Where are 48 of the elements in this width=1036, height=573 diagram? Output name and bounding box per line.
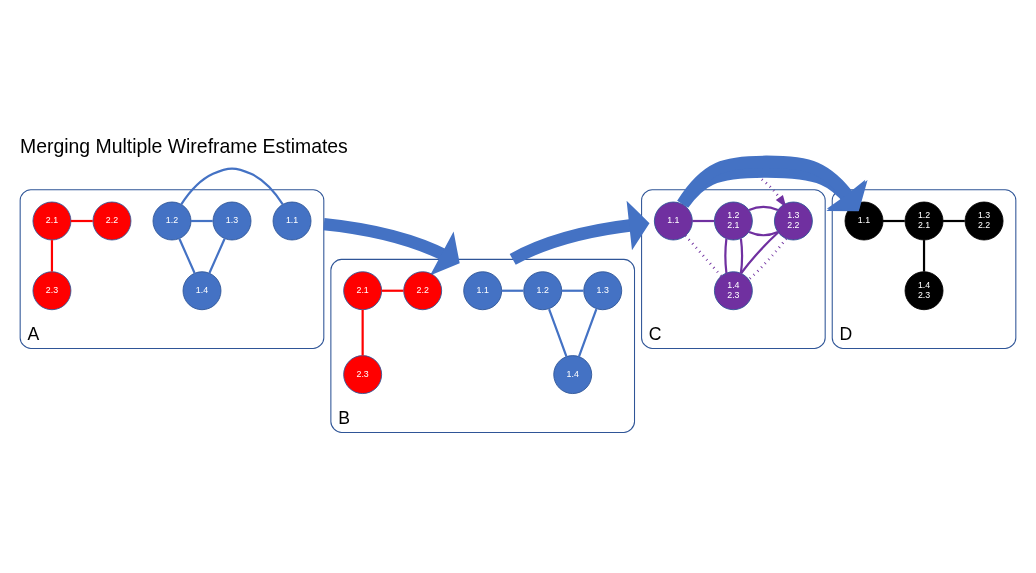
connector	[178, 238, 196, 274]
node-circle: 1.2 2.1	[713, 201, 753, 241]
node-circle: 1.3	[212, 201, 252, 241]
node-circle: 1.1	[272, 201, 312, 241]
node-circle: 1.1	[653, 201, 693, 241]
node-circle: 1.1	[463, 271, 503, 311]
connector	[684, 234, 723, 277]
node-circle: 1.3 2.2	[964, 201, 1004, 241]
node-circle: 2.3	[32, 271, 72, 311]
connector	[922, 240, 926, 272]
connector	[883, 219, 905, 223]
connector	[740, 231, 779, 274]
connector	[548, 308, 568, 357]
arrow	[509, 200, 650, 265]
connector	[943, 219, 965, 223]
connector	[180, 167, 284, 205]
connector	[361, 309, 364, 356]
node-circle: 2.1	[343, 271, 383, 311]
connector	[748, 205, 779, 212]
connector	[70, 219, 93, 223]
connector	[50, 240, 54, 272]
node-circle: 1.3	[583, 271, 623, 311]
node-circle: 1.2	[152, 201, 192, 241]
node-circle: 1.3 2.2	[773, 201, 813, 241]
connector	[739, 238, 744, 274]
arrow	[323, 217, 460, 276]
node-circle: 2.2	[403, 271, 443, 311]
connector	[381, 289, 404, 292]
connector	[747, 237, 788, 281]
node-circle: 2.3	[343, 355, 383, 394]
connector	[561, 289, 584, 292]
diagram-title: Merging Multiple Wireframe Estimates	[19, 134, 348, 157]
node-circle: 1.4 2.3	[904, 271, 944, 311]
node-circle: 1.4	[553, 355, 593, 394]
connector	[577, 308, 598, 357]
connector	[692, 219, 715, 223]
node-circle: 1.2	[523, 271, 563, 311]
node-circle: 2.2	[92, 201, 132, 241]
node-circle: 1.2 2.1	[904, 201, 944, 241]
connector	[724, 238, 728, 274]
connector	[501, 289, 524, 292]
connector	[748, 230, 779, 237]
node-circle: 1.4	[182, 271, 222, 311]
node-circle: 2.1	[32, 201, 72, 241]
connector	[191, 219, 213, 223]
node-circle: 1.4 2.3	[713, 271, 753, 311]
connector	[208, 238, 226, 274]
node-circle: 1.1	[844, 201, 884, 241]
